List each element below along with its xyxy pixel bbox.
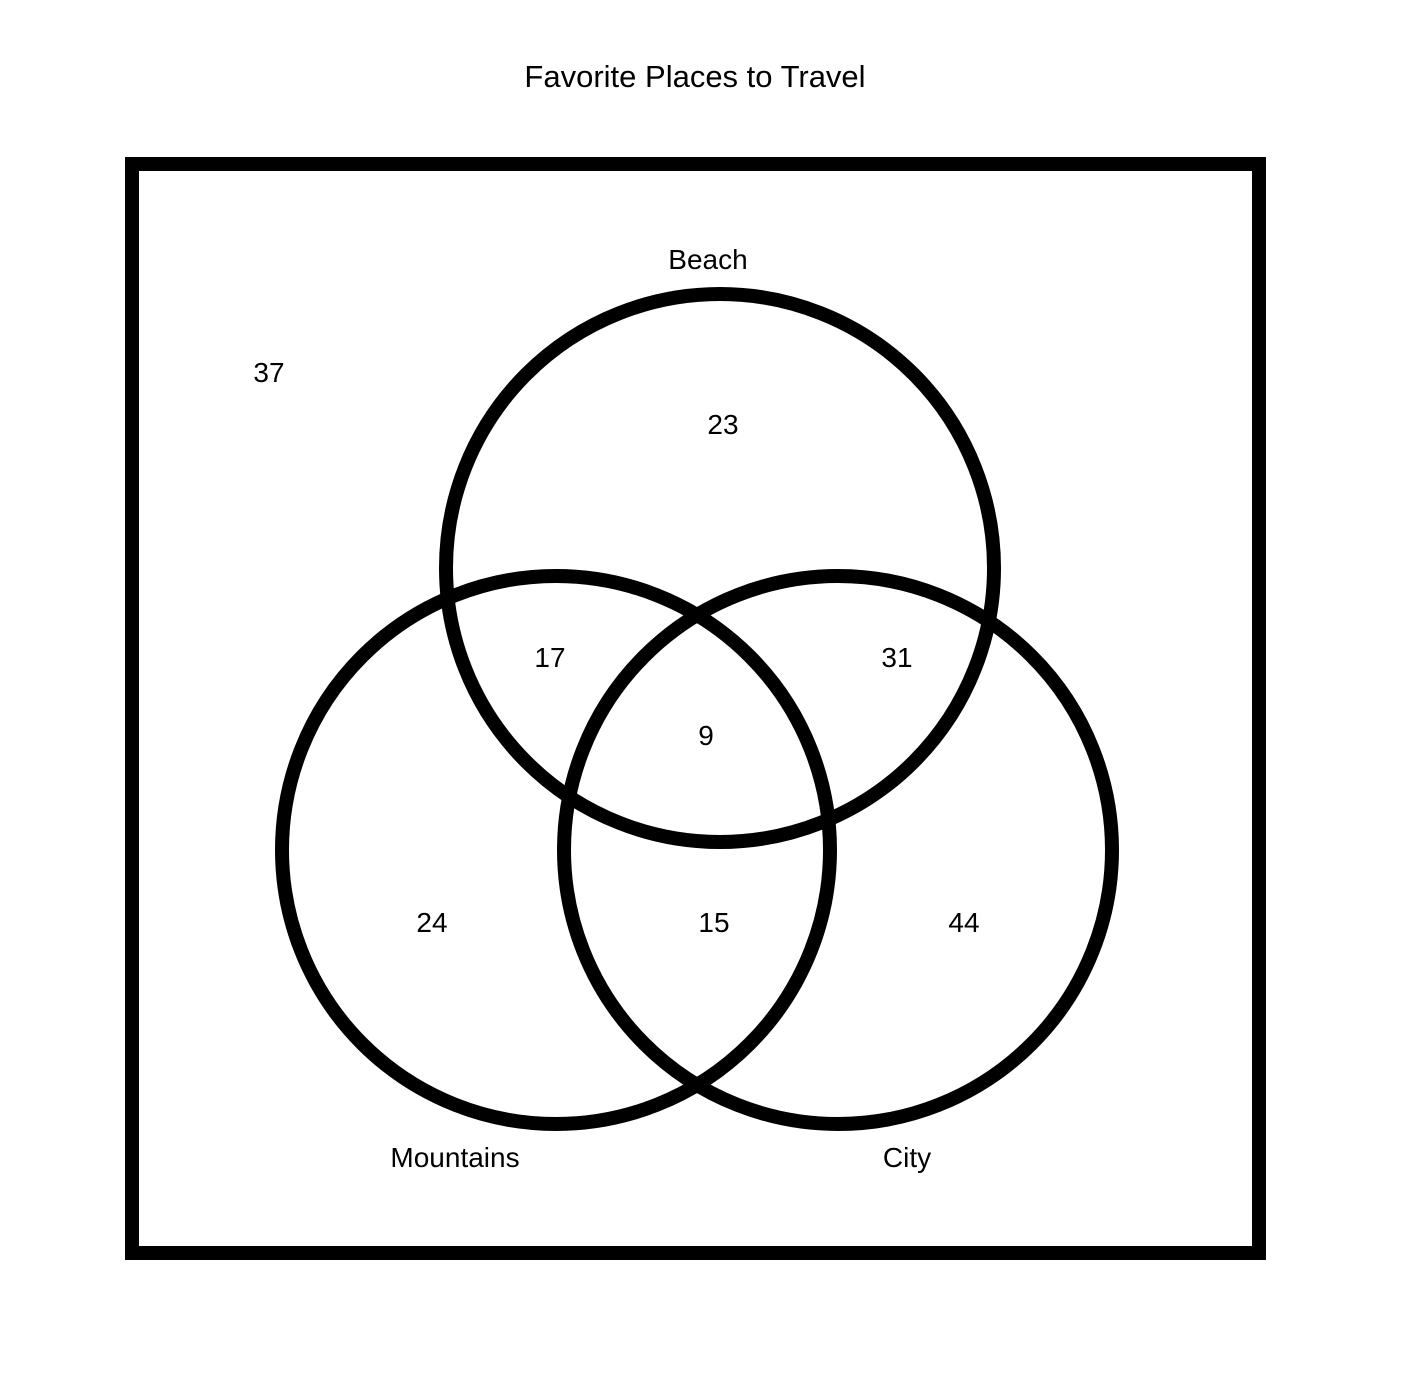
city-label: City: [883, 1142, 931, 1173]
mountains-label: Mountains: [390, 1142, 519, 1173]
beach-mountains-value: 17: [534, 642, 565, 673]
beach-city-value: 31: [881, 642, 912, 673]
mountains-circle: [275, 569, 837, 1131]
city-circle: [557, 569, 1119, 1131]
city-only-value: 44: [948, 907, 979, 938]
beach-circle: [439, 287, 1001, 849]
universe-box: [125, 157, 1266, 1260]
beach-label: Beach: [668, 244, 747, 275]
beach-only-value: 23: [707, 409, 738, 440]
mountains-only-value: 24: [416, 907, 447, 938]
mountains-city-value: 15: [698, 907, 729, 938]
outside-value: 37: [253, 357, 284, 388]
diagram-title: Favorite Places to Travel: [524, 59, 865, 94]
all-three-value: 9: [698, 720, 714, 751]
